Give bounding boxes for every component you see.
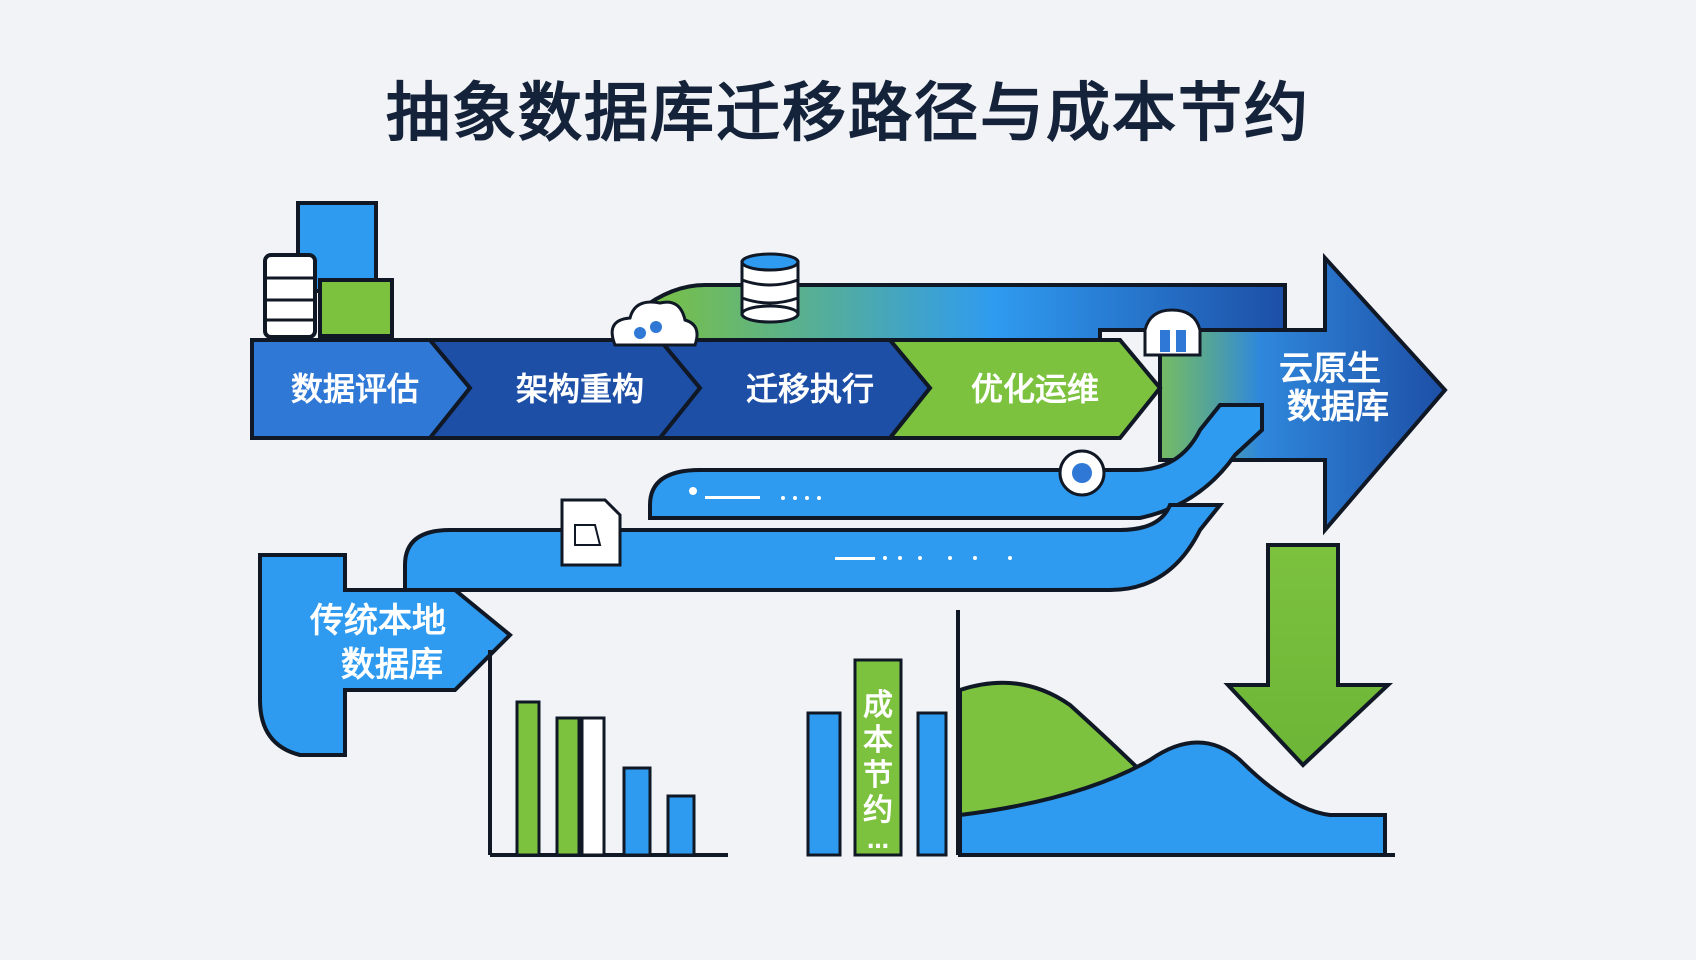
source-label-line2: 数据库 (341, 645, 443, 685)
bar-1 (515, 700, 541, 857)
cloud-gear-icon (610, 300, 699, 347)
cloud-server-icon (1143, 308, 1202, 357)
savings-down-arrow (1223, 543, 1394, 768)
savings-ellipsis: … (867, 829, 889, 854)
stage-4-label: 优化运维 (971, 370, 1099, 408)
savings-char-3: 节 (863, 758, 893, 793)
pipe-dots (689, 487, 1012, 560)
savings-char-1: 成 (863, 688, 893, 723)
savings-char-4: 约 (863, 793, 893, 828)
settings-gear-icon (1058, 449, 1106, 497)
cost-area-chart (956, 610, 1395, 857)
bar-4 (622, 766, 652, 857)
lower-pipe-lower (403, 503, 1225, 592)
cost-bar-chart-left (488, 650, 728, 857)
source-shape (258, 553, 513, 757)
document-icon (560, 498, 622, 567)
lower-pipe-upper (648, 403, 1264, 520)
bar-7 (916, 711, 948, 857)
source-label-line1: 传统本地 (309, 601, 446, 641)
bar-savings (853, 658, 903, 857)
cost-bar-chart-middle (806, 658, 948, 857)
stage-4-chevron (885, 338, 1163, 440)
stage-1-label: 数据评估 (291, 370, 419, 408)
stage-3-label: 迁移执行 (746, 370, 874, 408)
savings-char-2: 本 (863, 723, 893, 758)
bar-5 (666, 794, 696, 857)
page-title: 抽象数据库迁移路径与成本节约 (386, 77, 1310, 151)
target-label-line2: 数据库 (1287, 387, 1389, 427)
server-stack-icon (263, 201, 394, 339)
bar-2 (555, 716, 581, 857)
target-label-line1: 云原生 (1279, 349, 1381, 389)
area-blue (958, 740, 1387, 857)
stage-2-label: 架构重构 (516, 370, 644, 408)
bar-6 (806, 711, 842, 857)
bar-3 (580, 716, 606, 857)
database-cylinder-icon (740, 252, 800, 324)
